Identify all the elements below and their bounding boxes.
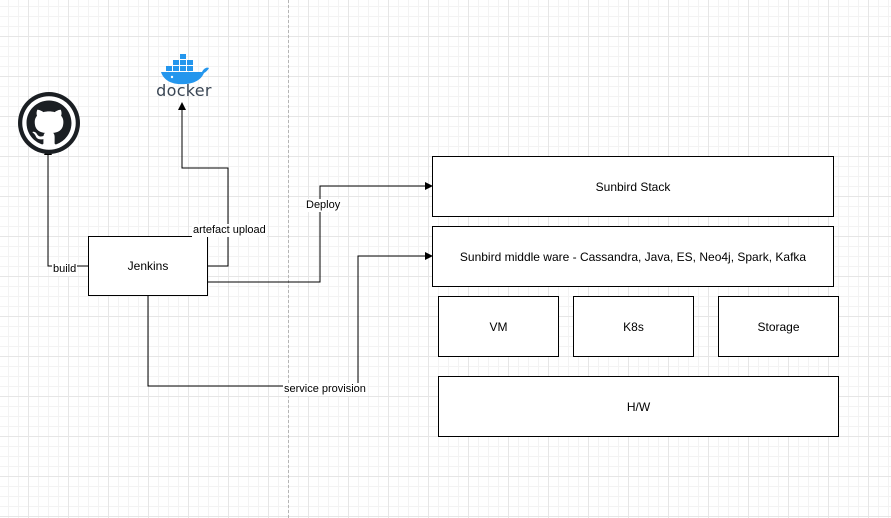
storage-node[interactable]: Storage (718, 296, 839, 357)
edge-build (44, 147, 88, 267)
middleware-node[interactable]: Sunbird middle ware - Cassandra, Java, E… (432, 226, 834, 287)
edge-label-artefact-upload: artefact upload (192, 224, 267, 237)
edge-artefact-upload (178, 102, 229, 267)
edge-label-build: build (52, 263, 78, 276)
edge-deploy (208, 182, 433, 283)
hw-node[interactable]: H/W (438, 376, 839, 437)
vm-label: VM (489, 319, 508, 334)
github-icon (18, 92, 80, 154)
sunbird-stack-label: Sunbird Stack (595, 179, 671, 194)
k8s-label: K8s (623, 319, 644, 334)
vm-node[interactable]: VM (438, 296, 559, 357)
k8s-node[interactable]: K8s (573, 296, 694, 357)
page-divider (288, 0, 289, 518)
docker-whale-icon (158, 52, 212, 86)
jenkins-node[interactable]: Jenkins (88, 236, 208, 296)
hw-label: H/W (626, 399, 651, 414)
sunbird-stack-node[interactable]: Sunbird Stack (432, 156, 834, 217)
edge-label-service-provision: service provision (283, 383, 367, 396)
edge-label-deploy: Deploy (305, 199, 342, 212)
middleware-label: Sunbird middle ware - Cassandra, Java, E… (459, 249, 807, 264)
jenkins-label: Jenkins (127, 259, 169, 273)
storage-label: Storage (757, 319, 800, 334)
docker-wordmark: docker (156, 81, 212, 100)
